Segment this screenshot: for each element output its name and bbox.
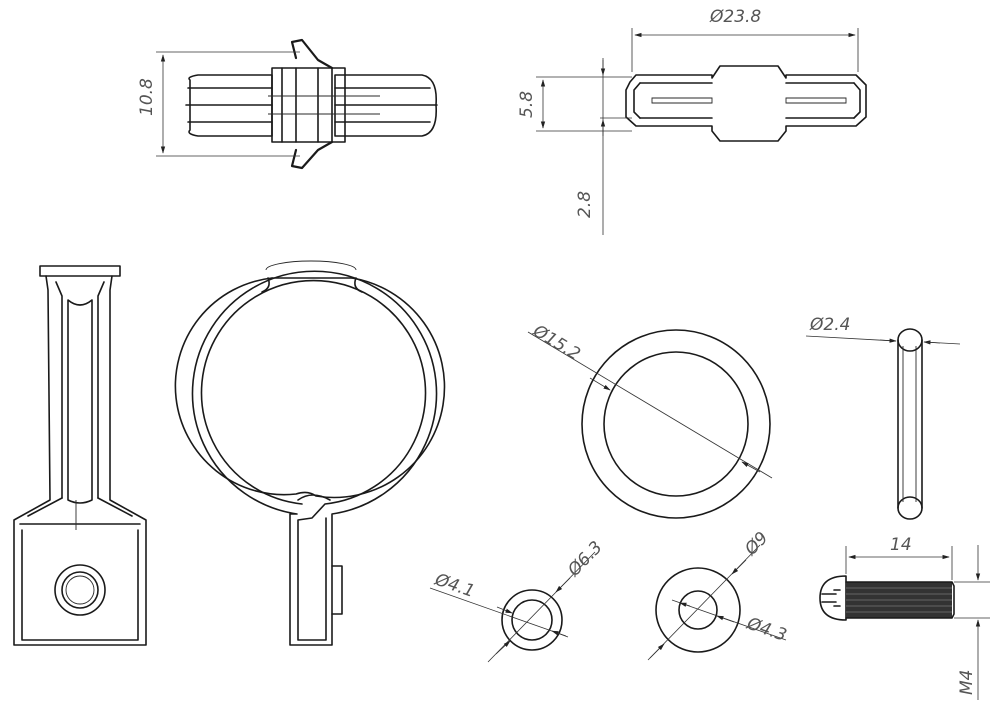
screw-part: 14 M4: [819, 535, 990, 700]
screw-thread-label: M4: [957, 670, 977, 695]
clip-height-label: 10.8: [137, 78, 157, 116]
sleeve-outer-label: Ø6.3: [564, 538, 607, 582]
oring-diameter-label: Ø2.4: [809, 315, 850, 335]
washer-inner-label: Ø4.3: [743, 613, 789, 645]
clip-side-view: 10.8: [137, 38, 438, 170]
connector-wall-label: 2.8: [575, 191, 595, 218]
washer-outer-label: Ø9: [741, 528, 773, 560]
bracket-front-view: [174, 260, 446, 646]
bracket-side-view: [13, 265, 147, 646]
connector-top-view: Ø23.8 5.8 2.8: [517, 7, 867, 235]
washer-part: Ø9 Ø4.3: [647, 528, 789, 661]
ring-diameter-label: Ø15.2: [529, 321, 584, 365]
ring-part: Ø15.2: [527, 321, 773, 519]
screw-length-label: 14: [890, 535, 912, 555]
connector-width-label: 5.8: [517, 91, 537, 118]
sleeve-part: Ø4.1 Ø6.3: [429, 538, 607, 663]
sleeve-inner-label: Ø4.1: [431, 569, 477, 601]
connector-diameter-label: Ø23.8: [709, 7, 761, 27]
o-ring-part: Ø2.4: [805, 315, 961, 520]
